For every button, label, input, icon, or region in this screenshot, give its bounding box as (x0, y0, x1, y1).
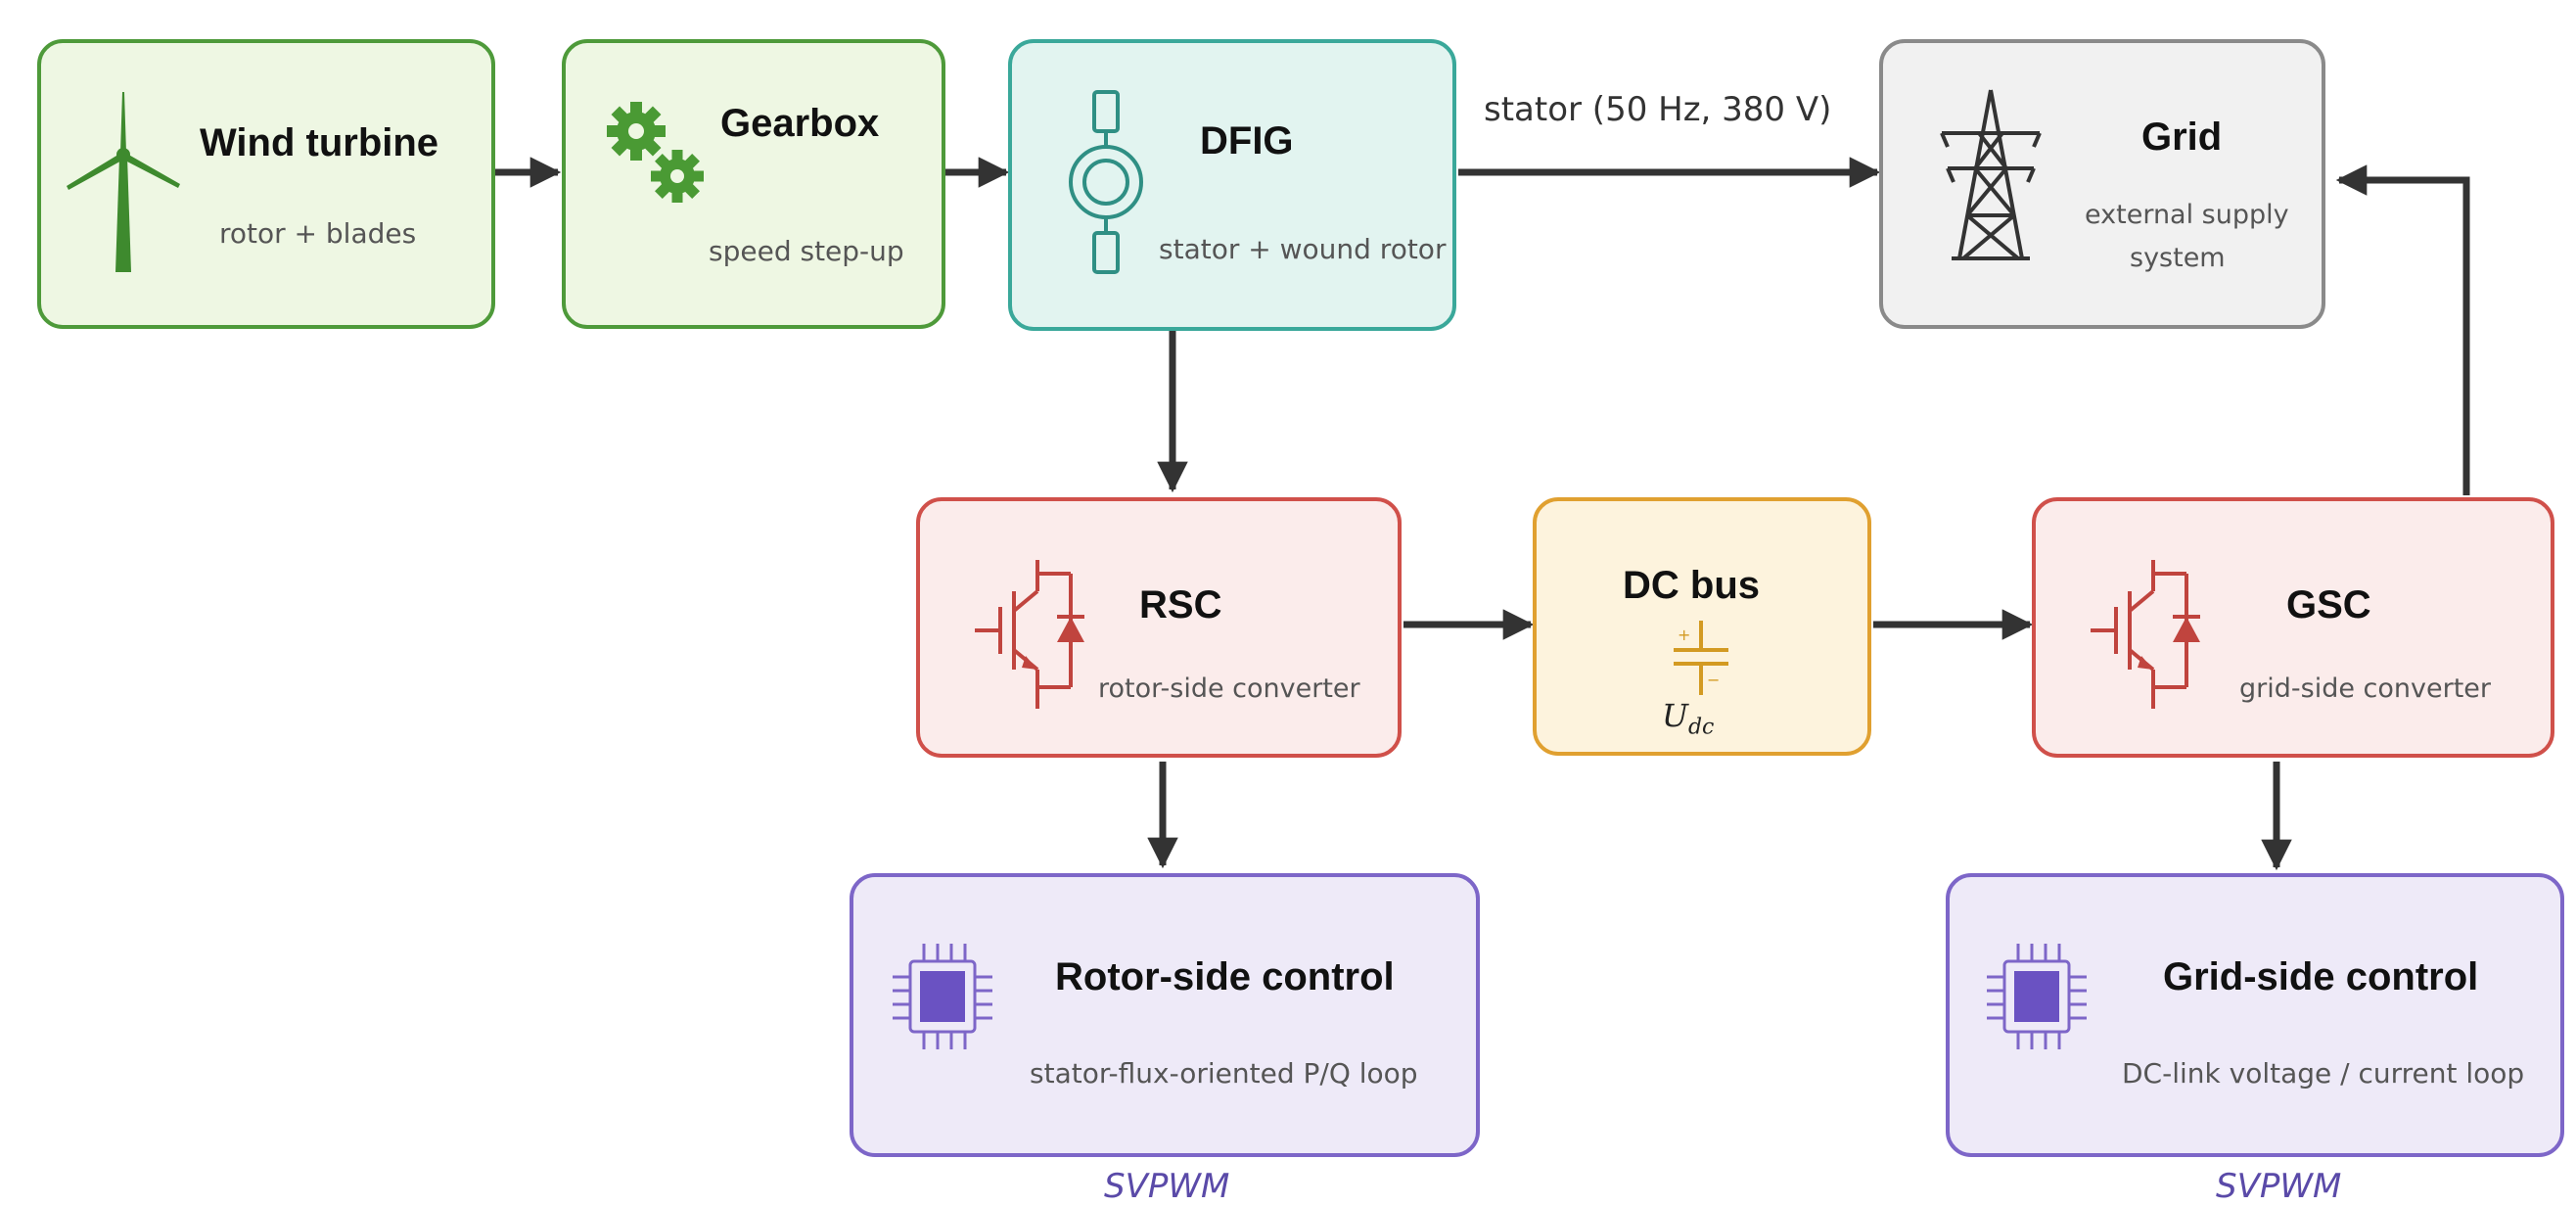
grid-side-control-title: Grid-side control (2163, 955, 2479, 998)
grid-block: Grid external supply system (1879, 39, 2325, 329)
gears-icon (601, 92, 709, 209)
rotor-side-control-subtitle: stator-flux-oriented P/Q loop (1030, 1057, 1418, 1090)
gsc-block: GSC grid-side converter (2032, 497, 2554, 758)
capacitor-icon: + − (1670, 621, 1732, 699)
stator-link-label: stator (50 Hz, 380 V) (1484, 90, 1832, 129)
dc-voltage-label: Udc (1662, 697, 1714, 739)
svg-text:+: + (1678, 626, 1690, 644)
rotor-side-control-title: Rotor-side control (1055, 955, 1395, 998)
gsc-subtitle: grid-side converter (2239, 673, 2491, 704)
grid-subtitle-line2: system (2130, 243, 2226, 273)
chip-icon (889, 940, 996, 1053)
rotor-svpwm-label: SVPWM (1104, 1167, 1230, 1206)
igbt-icon (2085, 552, 2202, 719)
grid-side-control-subtitle: DC-link voltage / current loop (2122, 1057, 2525, 1090)
wind-turbine-title: Wind turbine (200, 121, 439, 164)
dc-bus-block: DC bus + − Udc (1533, 497, 1871, 756)
gearbox-block: Gearbox speed step-up (562, 39, 945, 329)
wind-turbine-icon (65, 88, 182, 274)
rsc-block: RSC rotor-side converter (916, 497, 1402, 758)
generator-icon (1067, 86, 1145, 282)
grid-title: Grid (2141, 116, 2223, 159)
dfig-title: DFIG (1200, 119, 1294, 162)
grid-svpwm-label: SVPWM (2216, 1167, 2342, 1206)
gearbox-title: Gearbox (720, 102, 880, 145)
dc-voltage-symbol: U (1662, 697, 1688, 734)
wind-turbine-subtitle: rotor + blades (219, 217, 417, 250)
rsc-title: RSC (1139, 583, 1222, 626)
svg-text:−: − (1707, 671, 1720, 689)
rsc-subtitle: rotor-side converter (1098, 673, 1360, 704)
dc-bus-title: DC bus (1623, 564, 1760, 607)
chip-icon (1983, 940, 2091, 1053)
gearbox-subtitle: speed step-up (709, 235, 904, 267)
igbt-icon (969, 552, 1086, 719)
grid-side-control-block: Grid-side control DC-link voltage / curr… (1946, 873, 2564, 1157)
dfig-subtitle: stator + wound rotor (1159, 233, 1447, 265)
gsc-title: GSC (2286, 583, 2371, 626)
wind-turbine-block: Wind turbine rotor + blades (37, 39, 495, 329)
rotor-side-control-block: Rotor-side control stator-flux-oriented … (850, 873, 1480, 1157)
grid-subtitle-line1: external supply (2085, 200, 2289, 230)
dc-voltage-subscript: dc (1687, 715, 1715, 740)
dfig-block: DFIG stator + wound rotor (1008, 39, 1456, 331)
arrow-gsc-to-grid (2335, 164, 2470, 495)
transmission-tower-icon (1932, 86, 2049, 262)
